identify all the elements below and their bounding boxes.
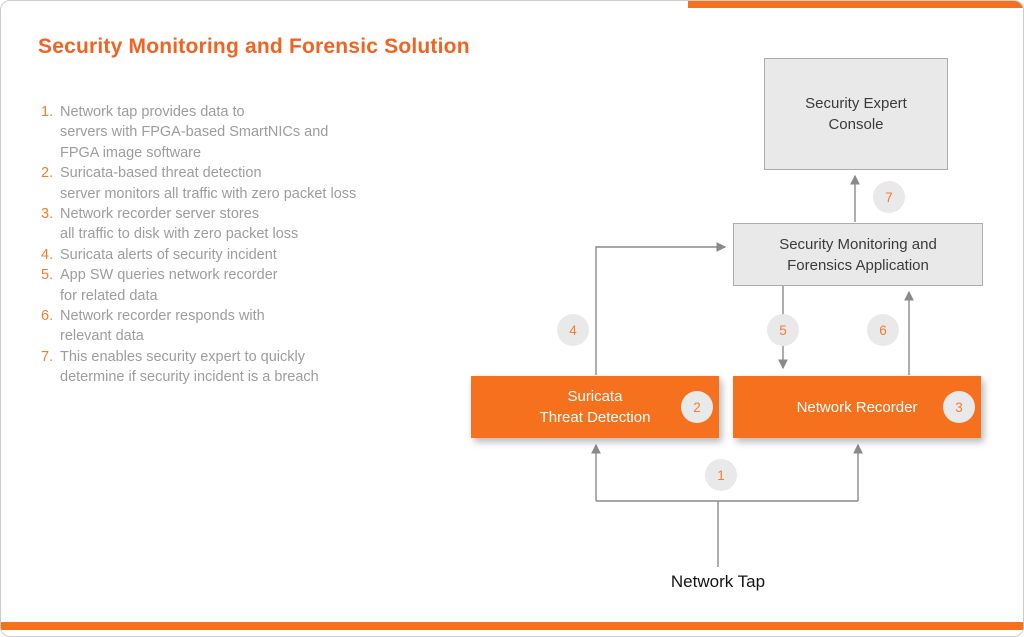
step-badge-4: 4 — [557, 314, 589, 346]
step-badge-2: 2 — [681, 391, 713, 423]
step-number: 5. — [41, 267, 54, 284]
network-tap-label: Network Tap — [670, 572, 766, 591]
step-badge-5: 5 — [767, 314, 799, 346]
page-title: Security Monitoring and Forensic Solutio… — [38, 35, 470, 58]
step-number: 3. — [41, 206, 54, 223]
step-number: 7. — [41, 348, 54, 365]
network-recorder-box: Network Recorder 3 — [733, 376, 981, 438]
step-badge-6: 6 — [867, 314, 899, 346]
network-recorder-label: Network Recorder — [796, 398, 918, 416]
arrow-suricata-to-app — [595, 242, 727, 375]
step-number: 4. — [41, 246, 54, 263]
step-number: 2. — [41, 165, 54, 182]
step-badge-1: 1 — [705, 459, 737, 491]
step-badge-3: 3 — [943, 391, 975, 423]
step-badge-7: 7 — [873, 181, 905, 213]
step-number: 1. — [41, 104, 54, 120]
step-text: Suricata alerts of security incident — [60, 246, 277, 263]
step-item: 4. Suricata alerts of security incident — [41, 245, 471, 265]
step-number: 6. — [41, 308, 54, 325]
top-accent-bar — [688, 1, 1023, 8]
bottom-accent-bar — [1, 622, 1023, 630]
step-item: 7. This enables security expert to quickl… — [41, 347, 471, 388]
